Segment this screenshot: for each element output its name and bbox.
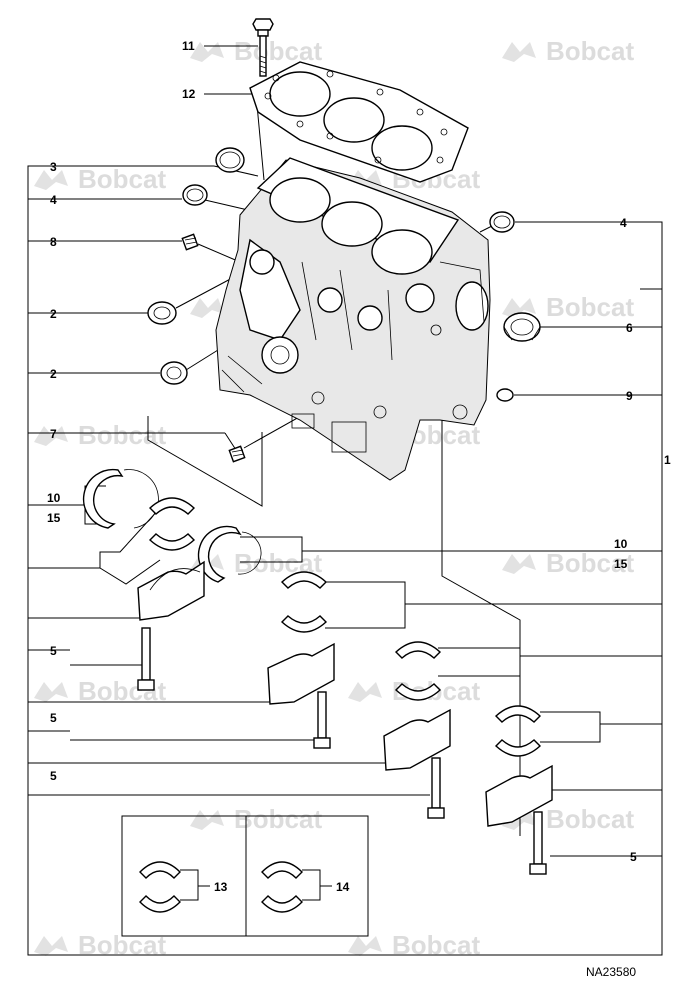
bobcat-logo-icon [190, 42, 224, 62]
callout-8: 8 [50, 235, 57, 249]
callout-13: 13 [214, 880, 228, 894]
bracket-lines [27, 165, 663, 956]
callout-labels: 11 12 3 4 4 8 2 6 2 9 7 1 10 15 10 15 5 … [47, 39, 671, 894]
callout-15-left: 15 [47, 511, 61, 525]
part-head-gasket-12[interactable] [249, 61, 469, 183]
callout-1: 1 [664, 453, 671, 467]
watermark-text: Bobcat [546, 292, 634, 322]
callout-7: 7 [50, 427, 57, 441]
bobcat-logo-icon [502, 42, 536, 62]
watermark-text: Bobcat [78, 420, 166, 450]
part-seal-2-upper[interactable] [147, 301, 177, 325]
callout-14: 14 [336, 880, 350, 894]
watermark-text: Bobcat [234, 36, 322, 66]
callout-5-b: 5 [50, 711, 57, 725]
bobcat-logo-icon [34, 426, 68, 446]
part-bearing-cap-center-2[interactable] [383, 708, 451, 819]
bobcat-logo-icon [502, 554, 536, 574]
callout-12: 12 [182, 87, 196, 101]
leader-lines [70, 45, 640, 901]
part-plug-9[interactable] [496, 388, 514, 402]
part-bearing-cap-front[interactable] [137, 560, 205, 691]
part-bearing-shell-left[interactable] [148, 497, 196, 551]
callout-11: 11 [182, 39, 195, 53]
watermark: Bobcat [34, 420, 166, 450]
part-bearing-shell-center-1[interactable] [280, 571, 328, 633]
part-plug-3[interactable] [215, 147, 245, 173]
part-thrust-washer-left[interactable] [82, 468, 159, 529]
watermark: Bobcat [502, 804, 634, 834]
watermark: Bobcat [502, 36, 634, 66]
watermark-text: Bobcat [546, 36, 634, 66]
part-set-screw-8[interactable] [181, 233, 199, 251]
part-bolt-head-11[interactable] [252, 18, 274, 77]
watermark-text: Bobcat [78, 164, 166, 194]
callout-5-d: 5 [630, 850, 637, 864]
bobcat-logo-icon [190, 810, 224, 830]
watermark: Bobcat [502, 292, 634, 322]
callout-4-left: 4 [50, 193, 57, 207]
part-bushing-6[interactable] [503, 312, 541, 342]
bobcat-logo-icon [502, 298, 536, 318]
part-plug-4-left[interactable] [182, 184, 208, 206]
part-bearing-shell-center-2[interactable] [394, 641, 442, 701]
watermark-text: Bobcat [234, 804, 322, 834]
bobcat-logo-icon [190, 298, 224, 318]
bobcat-logo-icon [34, 936, 68, 956]
part-bearing-cap-center-1[interactable] [267, 642, 335, 749]
callout-3: 3 [50, 160, 57, 174]
part-seal-2-lower[interactable] [160, 361, 188, 385]
part-bearing-cap-rear[interactable] [485, 764, 553, 875]
bobcat-logo-icon [34, 170, 68, 190]
callout-9: 9 [626, 389, 633, 403]
callout-6: 6 [626, 321, 633, 335]
watermark-text: Bobcat [546, 548, 634, 578]
watermark: Bobcat [34, 164, 166, 194]
watermark: Bobcat [190, 36, 322, 66]
watermark: Bobcat [502, 548, 634, 578]
part-plug-7[interactable] [228, 445, 246, 463]
callout-5-c: 5 [50, 769, 57, 783]
part-bearing-shell-rear[interactable] [494, 705, 542, 757]
bobcat-logo-icon [34, 682, 68, 702]
callout-10-left: 10 [47, 491, 61, 505]
watermark: Bobcat [190, 804, 322, 834]
part-plug-4-right[interactable] [489, 211, 515, 233]
part-bearing-shell-13[interactable] [139, 861, 181, 913]
callout-4-right: 4 [620, 216, 627, 230]
bobcat-logo-icon [348, 682, 382, 702]
part-thrust-washer-right[interactable] [197, 525, 262, 583]
callout-5-a: 5 [50, 644, 57, 658]
callout-2-lower: 2 [50, 367, 57, 381]
callout-15-right: 15 [614, 557, 628, 571]
figure-reference: NA23580 [586, 965, 636, 979]
inset-box [121, 815, 369, 937]
callout-2-upper: 2 [50, 307, 57, 321]
part-bearing-shell-14[interactable] [261, 861, 303, 913]
callout-10-right: 10 [614, 537, 628, 551]
bobcat-logo-icon [348, 936, 382, 956]
part-cylinder-block-1[interactable] [215, 157, 491, 481]
watermark-text: Bobcat [546, 804, 634, 834]
